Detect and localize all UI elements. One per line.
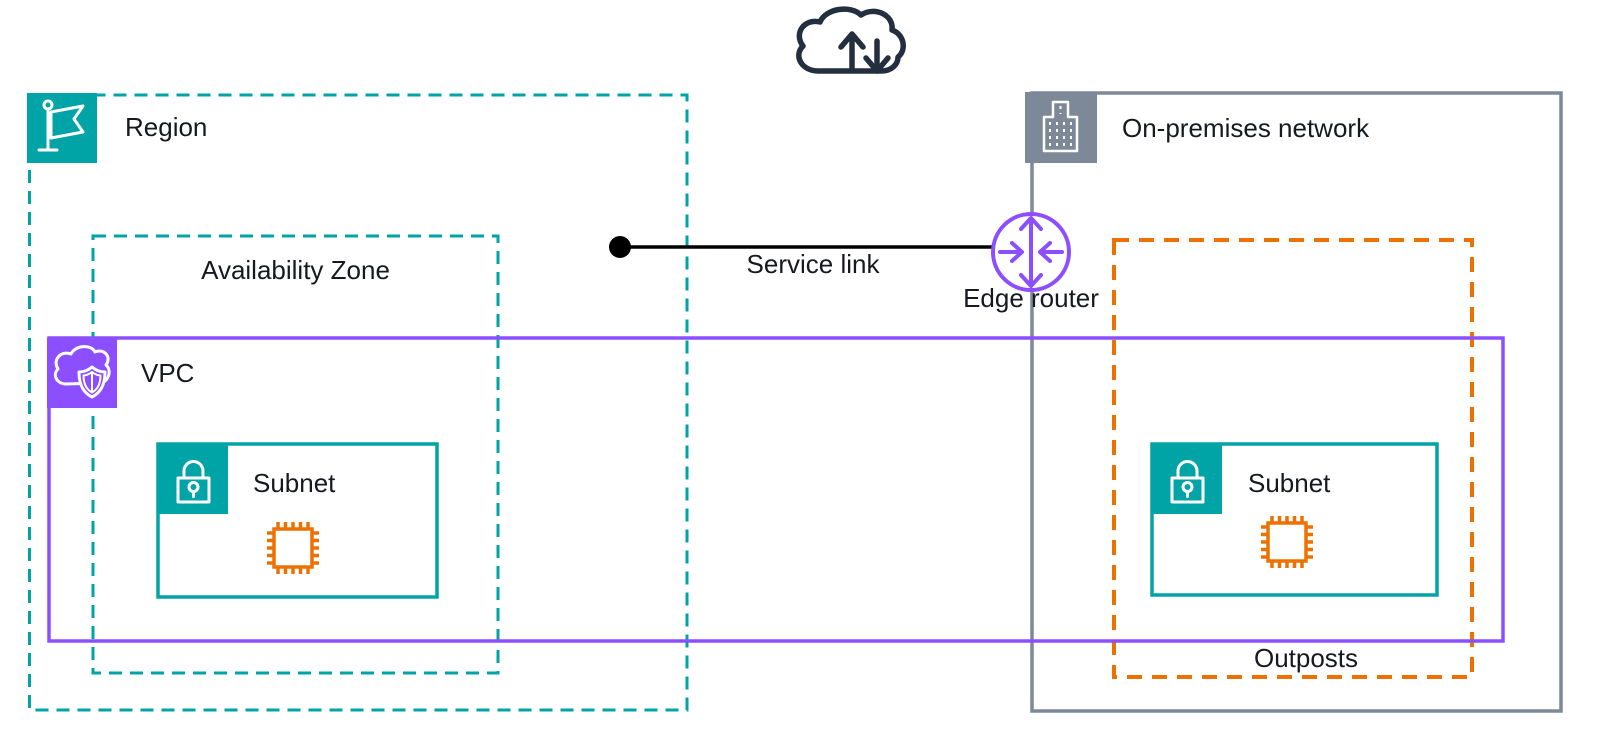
outposts-label: Outposts (1253, 643, 1359, 673)
on-premises-box (1030, 91, 1563, 713)
service-link-label: Service link (746, 249, 880, 279)
edge-router-icon (991, 212, 1071, 292)
vpc-box (47, 336, 1505, 643)
region-box (28, 93, 689, 712)
internet-cloud-arrows-icon (796, 6, 906, 74)
vpc-cloud-shield-icon (47, 338, 117, 408)
subnet-right-lock-icon (1152, 444, 1222, 514)
instance-chip-right-icon (1261, 516, 1313, 568)
region-flag-icon (27, 93, 97, 163)
on-premises-label: On-premises network (1122, 113, 1370, 143)
subnet-left-label: Subnet (253, 468, 336, 498)
outposts-box (1112, 238, 1474, 679)
edge-router-label: Edge router (963, 283, 1099, 313)
subnet-right-label: Subnet (1248, 468, 1331, 498)
subnet-left-lock-icon (158, 444, 228, 514)
vpc-label: VPC (141, 358, 195, 388)
on-premises-building-icon (1025, 92, 1097, 163)
service-link-connector (609, 236, 994, 258)
instance-chip-left-icon (267, 522, 319, 574)
availability-zone-label: Availability Zone (201, 255, 390, 285)
region-label: Region (125, 112, 208, 142)
